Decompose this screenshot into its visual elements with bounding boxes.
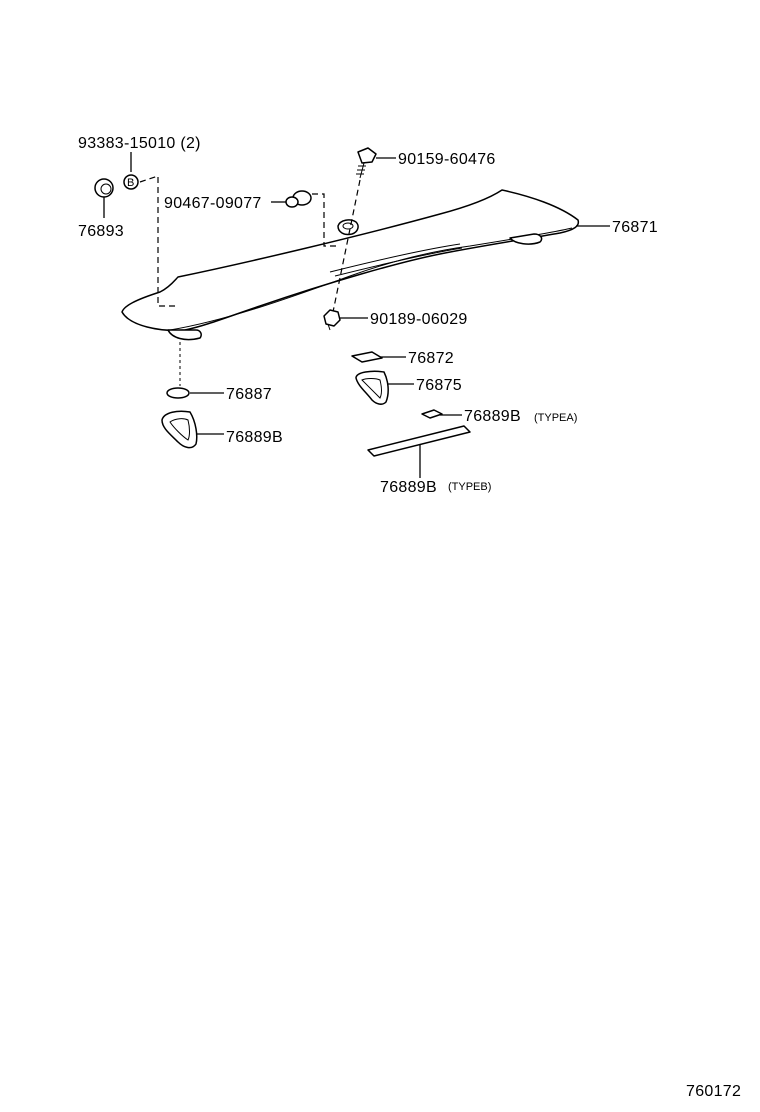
part-number-76889b-typea: 76889B bbox=[464, 408, 521, 425]
callout-90467[interactable]: 90467-09077 bbox=[164, 190, 340, 247]
callout-90159[interactable]: 90159-60476 bbox=[356, 147, 496, 179]
part-number-76889b-typeb: 76889B bbox=[380, 479, 437, 496]
part-number-76893: 76893 bbox=[78, 223, 124, 240]
part-number-90467: 90467-09077 bbox=[164, 195, 262, 212]
pad-76872 bbox=[351, 351, 383, 363]
diagram-code: 760172 bbox=[686, 1083, 741, 1100]
gasket-76875 bbox=[355, 370, 389, 405]
callout-93383[interactable]: 93383-15010 (2) B bbox=[78, 135, 201, 307]
gasket-76889b bbox=[161, 410, 198, 449]
part-number-90189: 90189-06029 bbox=[370, 311, 468, 328]
part-number-76875: 76875 bbox=[416, 377, 462, 394]
callout-76889b[interactable]: 76889B bbox=[161, 410, 283, 449]
callout-76871[interactable]: 76871 bbox=[576, 219, 658, 236]
assembly-axis bbox=[332, 179, 361, 313]
strip-76889b-typeb bbox=[367, 425, 471, 457]
nut-90189 bbox=[323, 309, 341, 331]
note-typeb: (TYPEB) bbox=[448, 481, 491, 493]
callout-76887[interactable]: 76887 bbox=[166, 342, 272, 403]
spoiler-body[interactable] bbox=[121, 189, 580, 341]
callout-76872[interactable]: 76872 bbox=[351, 350, 454, 367]
seal-76887 bbox=[166, 387, 190, 399]
pad-76889b-typea bbox=[421, 409, 443, 419]
callout-76893[interactable]: 76893 bbox=[78, 178, 124, 240]
callout-76889b-typea[interactable]: 76889B (TYPEA) bbox=[421, 408, 577, 425]
callout-76875[interactable]: 76875 bbox=[355, 370, 462, 405]
part-number-76889b: 76889B bbox=[226, 429, 283, 446]
fastener-90467 bbox=[285, 190, 312, 208]
note-typea: (TYPEA) bbox=[534, 412, 577, 424]
part-number-76887: 76887 bbox=[226, 386, 272, 403]
part-number-90159: 90159-60476 bbox=[398, 151, 496, 168]
screw-90159 bbox=[356, 147, 377, 179]
callout-90189[interactable]: 90189-06029 bbox=[323, 309, 468, 331]
callout-76889b-typeb[interactable]: 76889B (TYPEB) bbox=[367, 425, 491, 496]
part-number-76872: 76872 bbox=[408, 350, 454, 367]
part-number-76871: 76871 bbox=[612, 219, 658, 236]
part-number-93383: 93383-15010 (2) bbox=[78, 135, 201, 152]
marker-b: B bbox=[127, 177, 134, 189]
clip-part-76893 bbox=[94, 178, 114, 198]
